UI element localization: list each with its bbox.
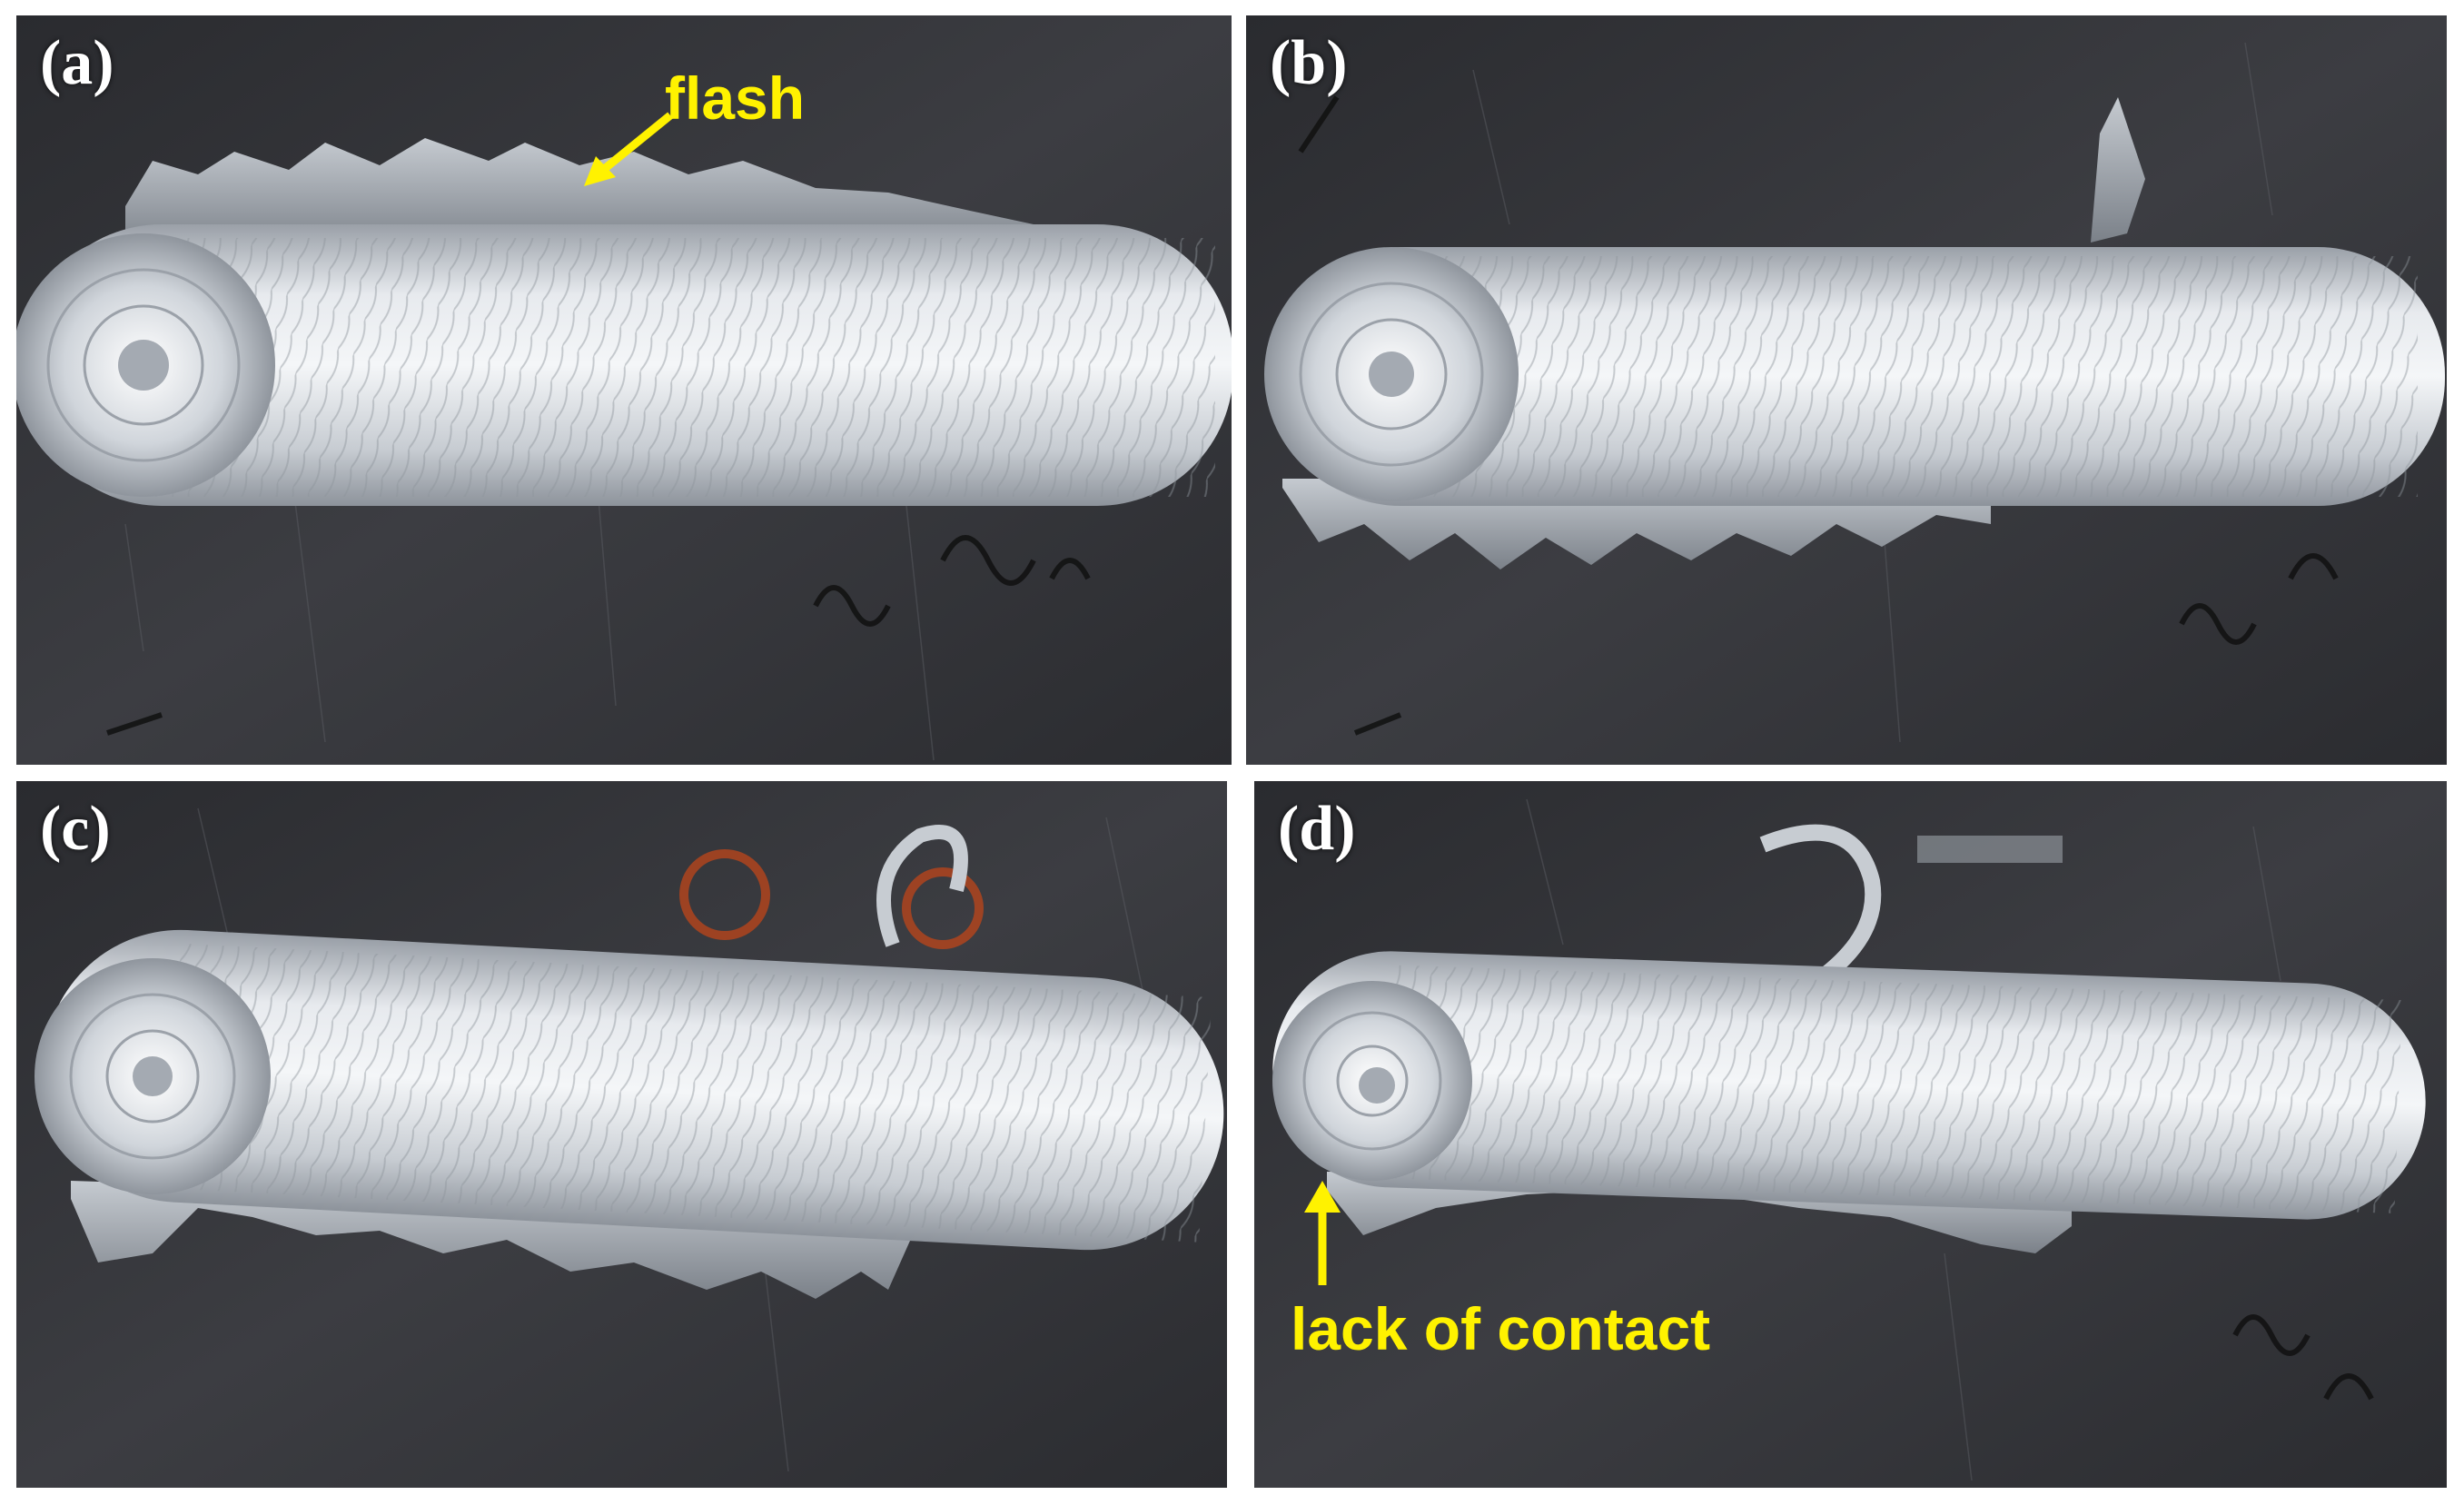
lack-of-contact-arrow-icon xyxy=(1304,1181,1341,1285)
panel-label-c: (c) xyxy=(40,794,111,864)
weld-photo-a xyxy=(16,15,1232,765)
panel-label-a: (a) xyxy=(40,28,114,98)
panel-label-b: (b) xyxy=(1270,28,1348,98)
lack-of-contact-annotation: lack of contact xyxy=(1291,1295,1711,1362)
panel-b: (b) xyxy=(1246,15,2447,765)
panel-c: (c) xyxy=(16,781,1227,1488)
weld-photo-d xyxy=(1254,781,2447,1488)
panel-a: (a) flash xyxy=(16,15,1232,765)
weld-photo-b xyxy=(1246,15,2447,765)
flash-arrow-icon xyxy=(584,112,673,186)
weld-photo-c xyxy=(16,781,1227,1488)
flash-annotation: flash xyxy=(665,64,806,132)
panel-label-d: (d) xyxy=(1278,794,1356,864)
panel-d: (d) lack of contact xyxy=(1254,781,2447,1488)
